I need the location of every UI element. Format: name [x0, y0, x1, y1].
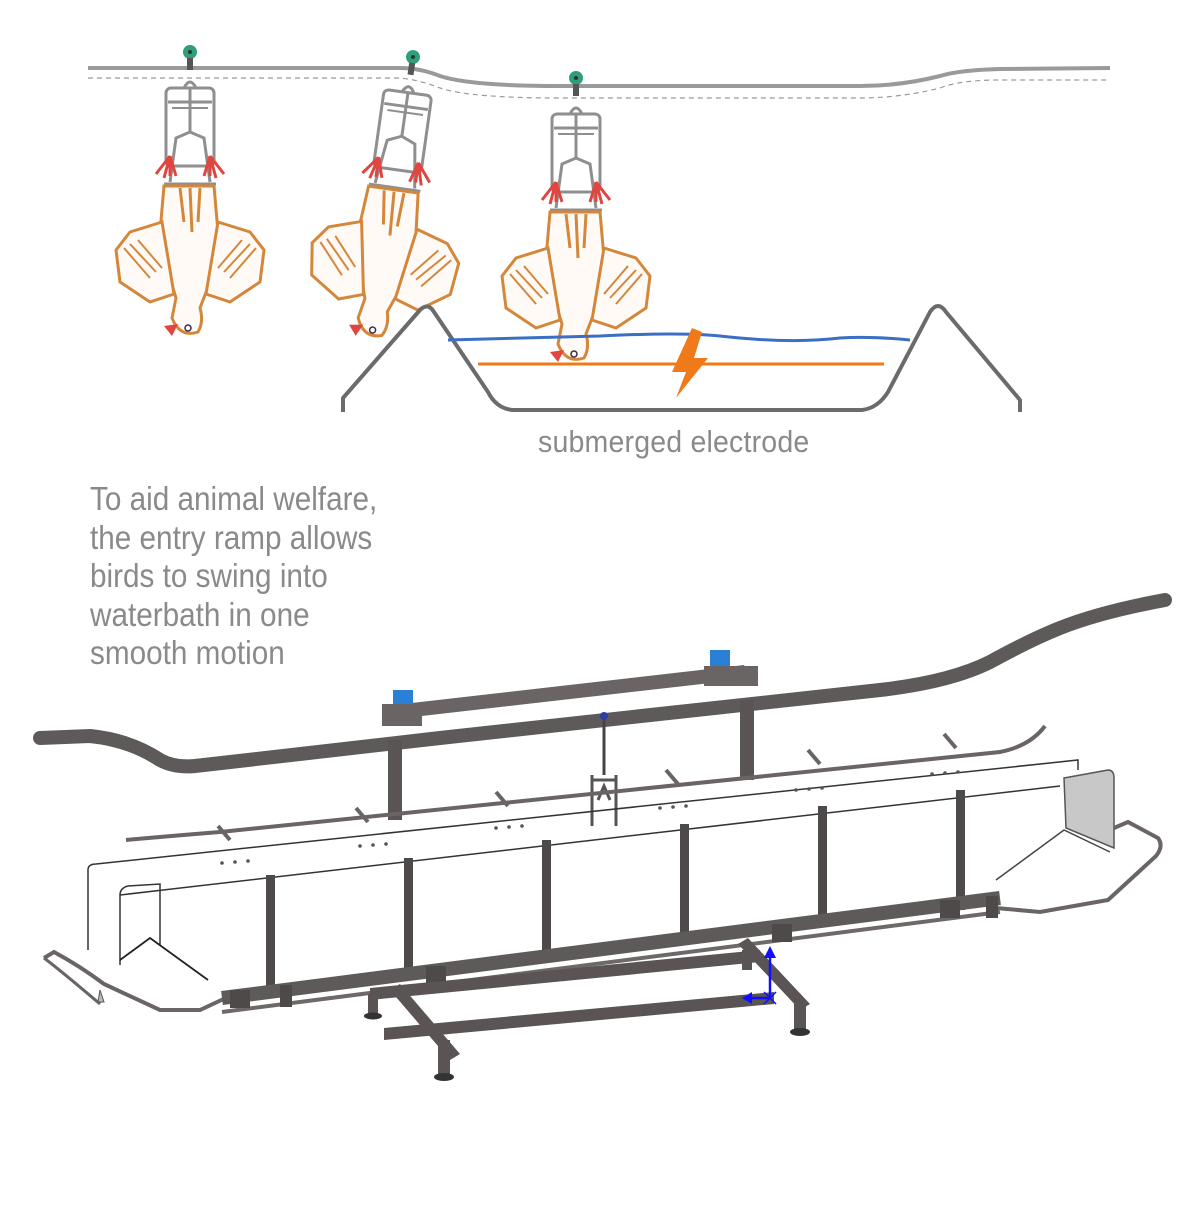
welfare-caption: To aid animal welfare, the entry ramp al… — [90, 480, 414, 673]
bird-hanging-straight — [114, 45, 266, 338]
stunner-machine-drawing — [33, 593, 1172, 1081]
motor-left-icon — [393, 690, 413, 706]
caption-line: waterbath in one — [90, 595, 310, 633]
chicken-icon — [298, 148, 474, 351]
caption-line: birds to swing into — [90, 557, 328, 594]
motor-right-icon — [710, 650, 730, 666]
trolley-icon — [569, 71, 583, 96]
lightning-icon — [672, 328, 708, 398]
overhead-conveyor-rail — [33, 593, 1172, 774]
water-surface — [447, 332, 911, 343]
caption-line: the entry ramp allows — [90, 518, 373, 556]
caption-line: To aid animal welfare, — [90, 480, 378, 517]
coordinate-axes-icon — [742, 946, 777, 1005]
bird-swinging — [298, 49, 474, 351]
bird-submerged — [500, 71, 652, 364]
shackle-icon — [548, 106, 604, 212]
exit-panel — [1063, 769, 1115, 850]
waterbath — [341, 304, 1022, 412]
shackle-icon — [162, 80, 218, 186]
trolley-icon — [403, 49, 421, 76]
submerged-electrode-label: submerged electrode — [538, 424, 810, 459]
overhead-rail — [88, 66, 1111, 99]
caption-line: smooth motion — [90, 634, 285, 671]
